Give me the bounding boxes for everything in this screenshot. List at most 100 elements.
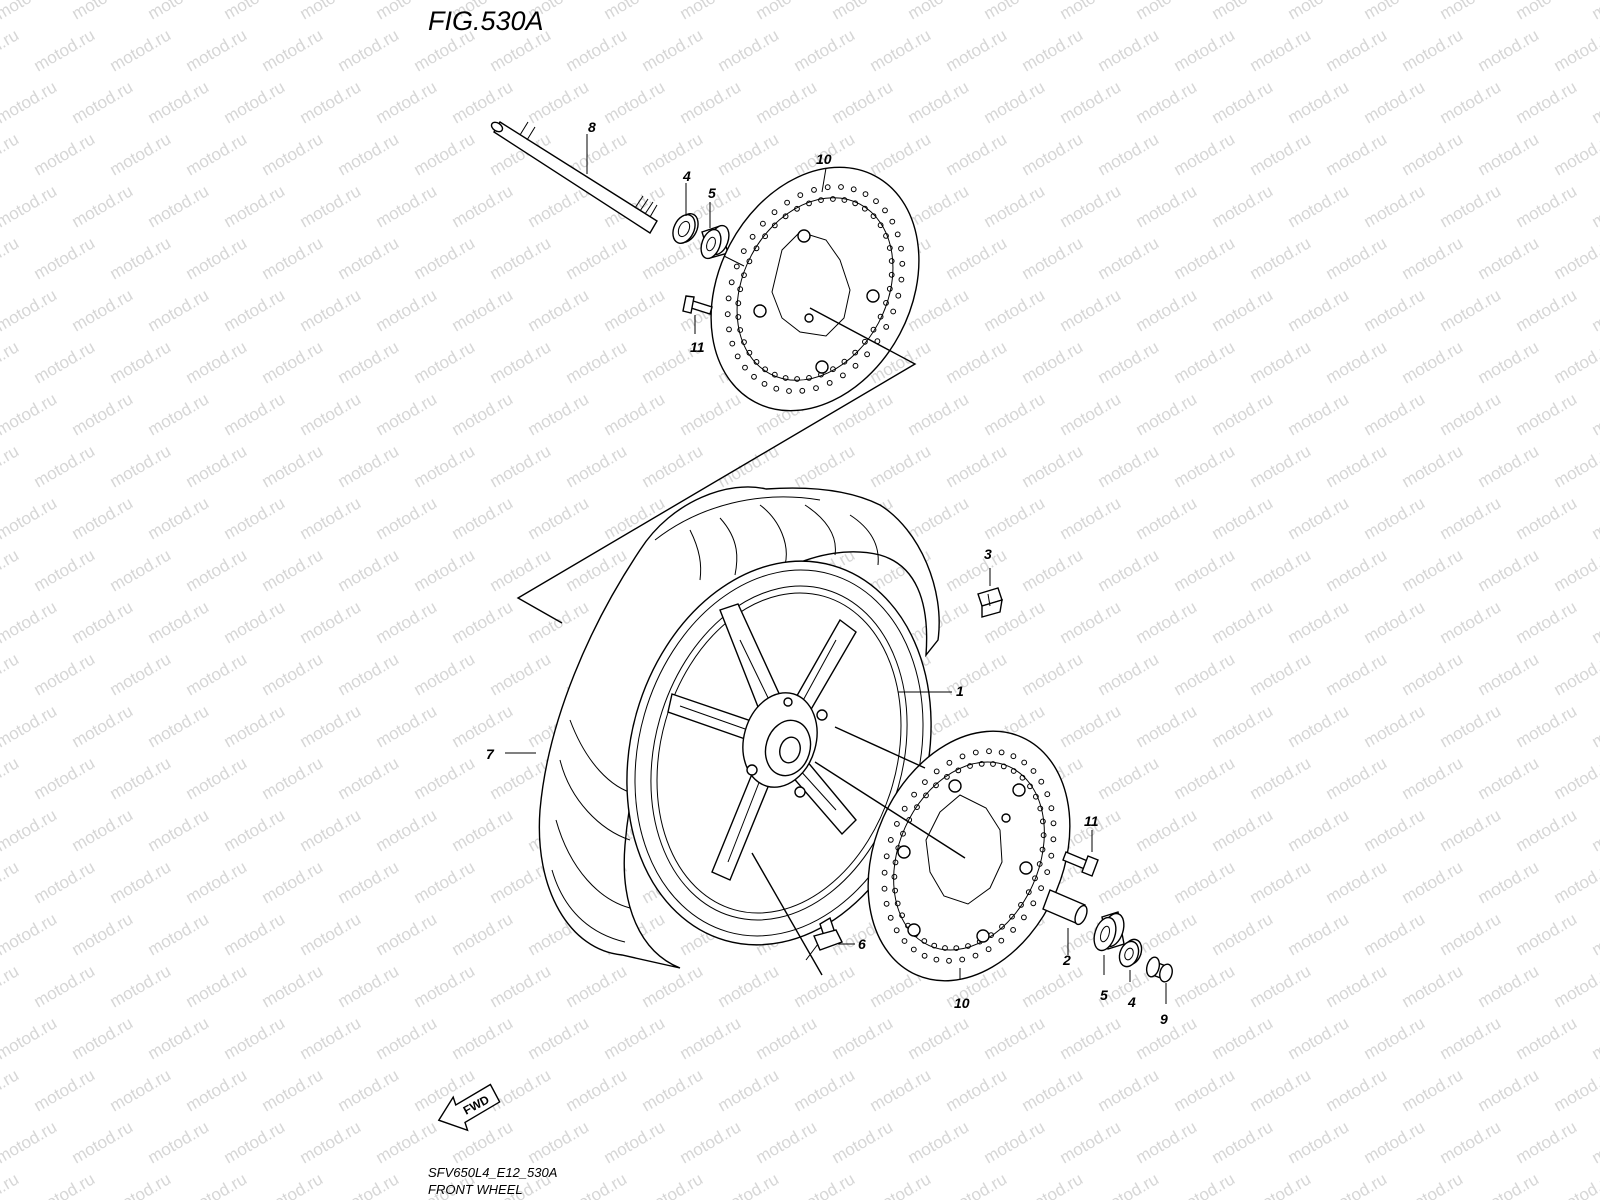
drill-hole [931,942,938,949]
watermark-text: motod.ru [1513,389,1581,439]
callout-11-right: 11 [1084,813,1099,829]
drill-hole [1009,913,1015,920]
callout-5-right: 5 [1100,987,1108,1003]
drill-hole [1037,805,1044,812]
drill-hole [998,749,1005,756]
watermark-text: motod.ru [1475,441,1543,491]
watermark-text: motod.ru [905,493,973,543]
drill-hole [933,768,940,775]
watermark-text: motod.ru [1057,701,1125,751]
watermark-text: motod.ru [639,129,707,179]
watermark-text: motod.ru [601,389,669,439]
drill-hole [1030,768,1037,774]
watermark-text: motod.ru [1551,233,1600,283]
watermark-text: motod.ru [1551,961,1600,1011]
drill-hole [898,276,905,283]
watermark-text: motod.ru [31,649,99,699]
watermark-text: motod.ru [297,285,365,335]
watermark-text: motod.ru [639,25,707,75]
watermark-text: motod.ru [259,337,327,387]
watermark-text: motod.ru [525,285,593,335]
watermark-text: motod.ru [221,909,289,959]
watermark-text: motod.ru [1399,857,1467,907]
watermark-text: motod.ru [259,129,327,179]
drill-hole [806,375,812,381]
drill-hole [901,938,908,944]
watermark-text: motod.ru [1589,285,1600,335]
watermark-text: motod.ru [145,77,213,127]
drill-hole [921,952,928,959]
watermark-text: motod.ru [1057,181,1125,231]
callout-11-left: 11 [690,339,705,355]
watermark-text: motod.ru [1019,545,1087,595]
watermark-text: motod.ru [905,181,973,231]
watermark-text: motod.ru [335,441,403,491]
watermark-text: motod.ru [1323,441,1391,491]
watermark-text: motod.ru [221,0,289,23]
watermark-text: motod.ru [753,1117,821,1167]
watermark-text: motod.ru [715,1065,783,1115]
drill-hole [797,192,804,199]
watermark-text: motod.ru [31,25,99,75]
watermark-text: motod.ru [943,441,1011,491]
watermark-text: motod.ru [1323,1169,1391,1200]
drill-hole [893,927,900,934]
watermark-text: motod.ru [297,389,365,439]
watermark-text: motod.ru [1323,25,1391,75]
drill-hole [735,300,742,307]
drill-hole [794,205,800,212]
watermark-text: motod.ru [1171,441,1239,491]
watermark-text: motod.ru [0,701,60,751]
watermark-text: motod.ru [1095,753,1163,803]
drill-hole [882,207,888,214]
watermark-text: motod.ru [335,961,403,1011]
watermark-text: motod.ru [335,233,403,283]
watermark-text: motod.ru [183,129,251,179]
watermark-text: motod.ru [1209,0,1277,23]
watermark-text: motod.ru [1475,25,1543,75]
watermark-text: motod.ru [0,1169,22,1200]
watermark-text: motod.ru [1209,909,1277,959]
watermark-text: motod.ru [1285,805,1353,855]
watermark-text: motod.ru [1095,1169,1163,1200]
watermark-text: motod.ru [183,25,251,75]
watermark-text: motod.ru [107,753,175,803]
watermark-text: motod.ru [1513,0,1581,23]
drill-hole [998,937,1005,944]
watermark-text: motod.ru [1095,1065,1163,1115]
watermark-text: motod.ru [1551,1169,1600,1200]
disc-bolt-left [682,295,713,315]
leader-lines-bottom [505,568,1167,1004]
watermark-text: motod.ru [1209,285,1277,335]
watermark-text: motod.ru [1247,337,1315,387]
watermark-text: motod.ru [411,753,479,803]
watermark-text: motod.ru [1475,545,1543,595]
watermark-text: motod.ru [31,1169,99,1200]
watermark-text: motod.ru [1475,337,1543,387]
drill-hole [725,295,732,302]
drill-hole [1018,902,1024,908]
drill-hole [1036,861,1043,867]
watermark-text: motod.ru [1513,77,1581,127]
watermark-text: motod.ru [69,1117,137,1167]
watermark-text: motod.ru [0,649,22,699]
watermark-text: motod.ru [145,0,213,23]
drill-hole [894,231,901,238]
watermark-text: motod.ru [449,701,517,751]
drill-hole [883,900,890,907]
watermark-text: motod.ru [981,1013,1049,1063]
drill-hole [773,385,780,392]
watermark-text: motod.ru [1019,1169,1087,1200]
watermark-text: motod.ru [867,1065,935,1115]
drill-hole [881,869,888,876]
watermark-text: motod.ru [905,389,973,439]
drill-hole [1030,900,1037,907]
watermark-text: motod.ru [1399,961,1467,1011]
watermark-text: motod.ru [107,857,175,907]
watermark-text: motod.ru [1209,181,1277,231]
watermark-text: motod.ru [1057,0,1125,23]
watermark-text: motod.ru [373,285,441,335]
watermark-text: motod.ru [1551,441,1600,491]
watermark-text: motod.ru [1019,337,1087,387]
drill-hole [892,859,899,866]
